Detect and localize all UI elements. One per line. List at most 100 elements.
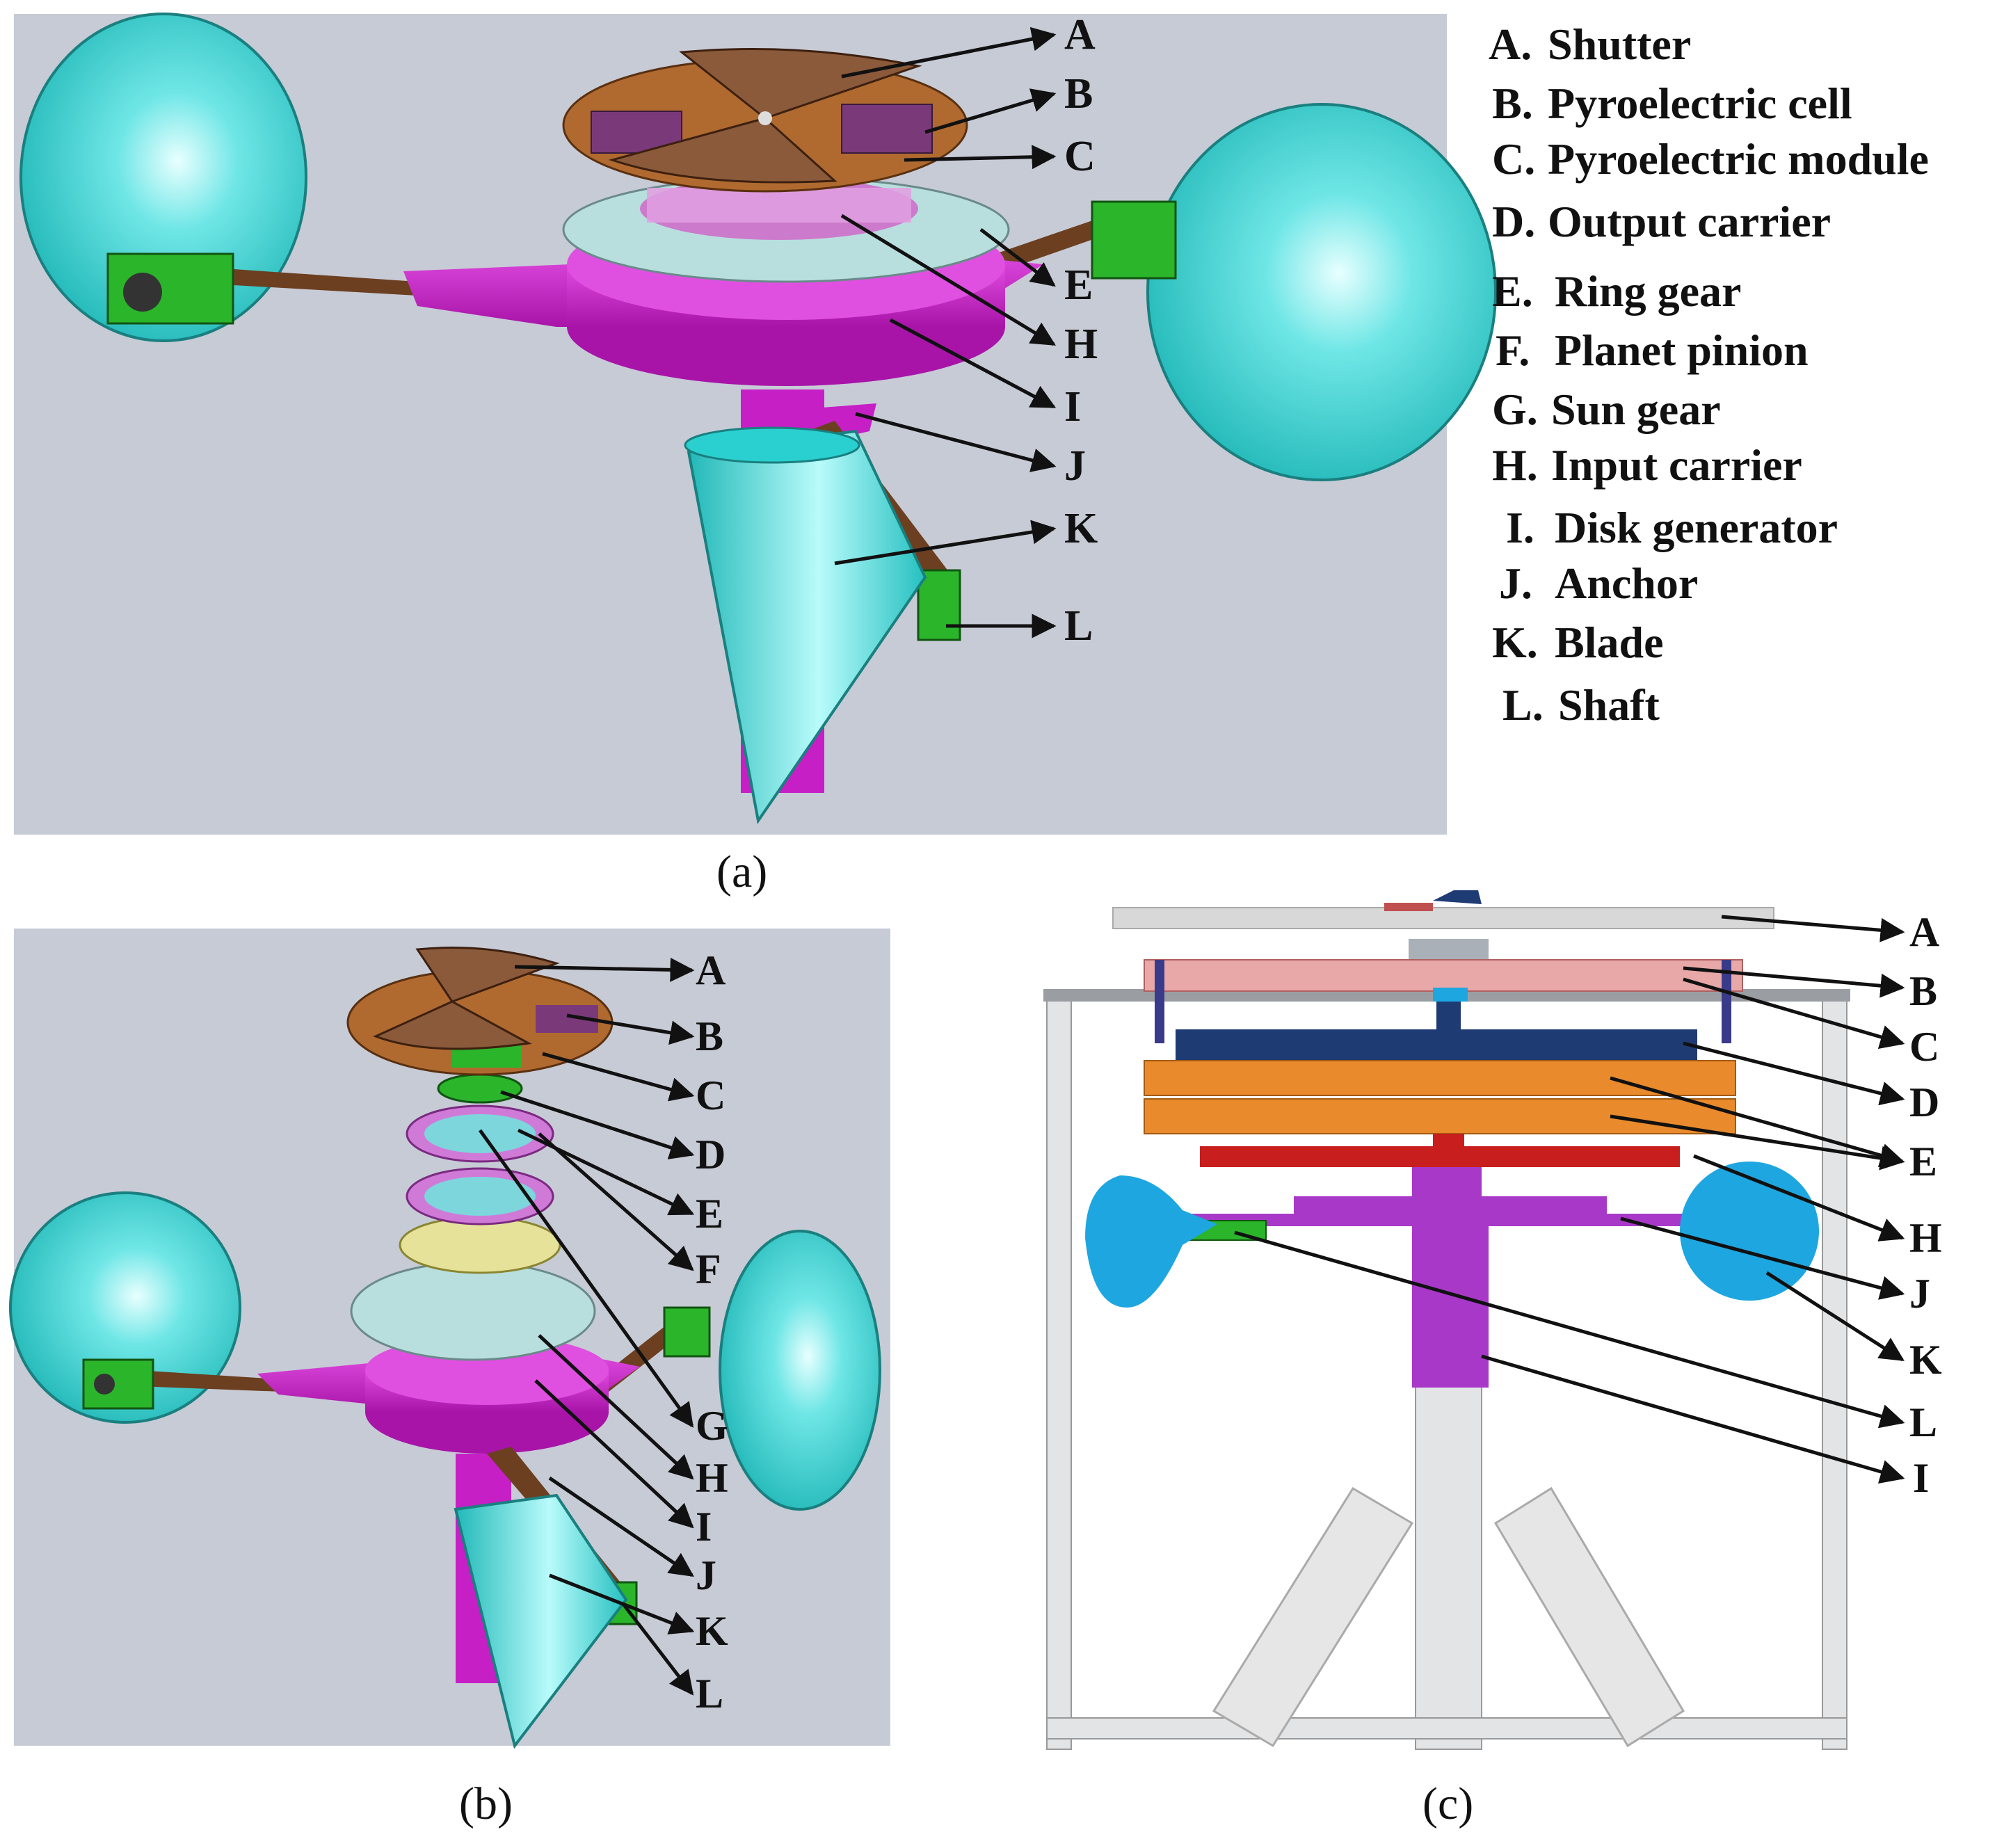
label-c-B: B bbox=[1909, 968, 1937, 1014]
label-c-H: H bbox=[1909, 1215, 1942, 1261]
frame-right-post bbox=[1822, 994, 1847, 1750]
label-b-E: E bbox=[696, 1191, 723, 1237]
panel-b: A B C D E F G H I J K L (b) bbox=[9, 929, 890, 1829]
label-b-I: I bbox=[696, 1504, 712, 1550]
frame-bottom-rail bbox=[1046, 1717, 1847, 1739]
pink-coils bbox=[647, 188, 911, 223]
shutter-a-center bbox=[758, 111, 772, 125]
legend-text-10: Blade bbox=[1555, 618, 1663, 667]
legend-letter-9: J. bbox=[1499, 559, 1532, 608]
caption-b: (b) bbox=[459, 1778, 513, 1829]
legend-letter-7: H. bbox=[1492, 440, 1538, 490]
legend: A. Shutter B. Pyroelectric cell C. Pyroe… bbox=[1489, 19, 1929, 730]
label-c-K: K bbox=[1909, 1337, 1942, 1383]
label-a-J: J bbox=[1064, 442, 1086, 490]
legend-letter-2: C. bbox=[1492, 134, 1535, 184]
label-a-H: H bbox=[1064, 321, 1098, 368]
legend-text-0: Shutter bbox=[1548, 19, 1691, 69]
arm-block-bottom bbox=[917, 569, 961, 641]
label-a-C: C bbox=[1064, 133, 1096, 180]
legend-text-8: Disk generator bbox=[1555, 503, 1838, 552]
label-b-H: H bbox=[696, 1455, 728, 1501]
ring-gear-b-1-inner bbox=[424, 1114, 536, 1153]
panel-c: A B C D E H J K L I (c) bbox=[1043, 890, 1942, 1829]
ring-gear-c-2 bbox=[1144, 1098, 1736, 1134]
legend-text-4: Ring gear bbox=[1555, 266, 1741, 316]
label-a-L: L bbox=[1064, 602, 1093, 650]
legend-letter-0: A. bbox=[1489, 19, 1532, 69]
legend-letter-10: K. bbox=[1492, 618, 1538, 667]
shutter-c-knob bbox=[1433, 890, 1482, 904]
blade-cup-left bbox=[19, 13, 307, 342]
bolt-c-right bbox=[1722, 960, 1731, 1043]
legend-text-1: Pyroelectric cell bbox=[1548, 79, 1852, 128]
legend-text-7: Input carrier bbox=[1551, 440, 1802, 490]
caption-c: (c) bbox=[1422, 1778, 1473, 1829]
shutter-c-cap bbox=[1384, 903, 1433, 911]
arm-block-right-b bbox=[663, 1306, 711, 1358]
label-b-D: D bbox=[696, 1132, 726, 1178]
frame-left-post bbox=[1046, 994, 1072, 1750]
arm-block-left-hole bbox=[123, 273, 162, 312]
label-b-L: L bbox=[696, 1671, 723, 1717]
caption-a: (a) bbox=[716, 846, 767, 897]
label-b-J: J bbox=[696, 1552, 716, 1598]
blade-c-right bbox=[1680, 1162, 1819, 1301]
shutter-c bbox=[1112, 907, 1774, 929]
output-carrier-c bbox=[1176, 1029, 1697, 1061]
legend-letter-8: I. bbox=[1506, 503, 1534, 552]
legend-letter-11: L. bbox=[1502, 680, 1544, 730]
legend-text-11: Shaft bbox=[1558, 680, 1660, 730]
blade-c-left bbox=[1085, 1175, 1217, 1308]
blade-cone-bottom-rim bbox=[684, 426, 860, 464]
label-a-B: B bbox=[1064, 70, 1093, 118]
blade-cone-bottom-b bbox=[454, 1493, 628, 1749]
pyroelectric-plate-c-center bbox=[1433, 988, 1468, 1002]
blade-cup-left-b bbox=[9, 1191, 241, 1424]
label-c-A: A bbox=[1909, 909, 1939, 955]
disk-generator-c-plate bbox=[1294, 1196, 1607, 1214]
input-carrier-c-stem bbox=[1433, 1134, 1464, 1151]
label-c-L: L bbox=[1909, 1399, 1937, 1445]
label-b-F: F bbox=[696, 1246, 721, 1292]
ring-gear-c-1 bbox=[1144, 1060, 1736, 1096]
hub-c bbox=[1409, 939, 1489, 960]
output-carrier-b bbox=[437, 1073, 523, 1104]
pyroelectric-cells-right bbox=[841, 104, 933, 154]
label-b-C: C bbox=[696, 1072, 726, 1118]
legend-letter-3: D. bbox=[1492, 197, 1535, 246]
disk-generator-c-top bbox=[1412, 1167, 1482, 1198]
frame-brace-left bbox=[1212, 1486, 1414, 1748]
label-b-K: K bbox=[696, 1608, 728, 1654]
ring-gear-b-2-inner bbox=[424, 1177, 536, 1216]
legend-text-5: Planet pinion bbox=[1555, 326, 1809, 375]
input-carrier-b bbox=[350, 1261, 596, 1361]
label-c-C: C bbox=[1909, 1024, 1939, 1070]
panel-a: A B C E H I J K L (a) bbox=[14, 11, 1497, 897]
label-b-G: G bbox=[696, 1403, 728, 1449]
arm-block-left bbox=[106, 252, 234, 325]
pyroelectric-plate-c bbox=[1144, 959, 1743, 992]
label-a-E: E bbox=[1064, 262, 1093, 309]
label-c-J: J bbox=[1909, 1271, 1930, 1317]
legend-text-3: Output carrier bbox=[1548, 197, 1831, 246]
label-c-I: I bbox=[1913, 1455, 1929, 1501]
legend-letter-5: F. bbox=[1496, 326, 1530, 375]
legend-text-9: Anchor bbox=[1555, 559, 1698, 608]
legend-text-6: Sun gear bbox=[1551, 385, 1721, 434]
arm-block-left-b-hole bbox=[94, 1374, 115, 1395]
label-a-A: A bbox=[1064, 11, 1096, 58]
label-a-K: K bbox=[1064, 505, 1098, 552]
shutter-b bbox=[373, 947, 560, 1050]
label-c-D: D bbox=[1909, 1079, 1939, 1125]
bolt-c-left bbox=[1155, 960, 1164, 1043]
legend-letter-6: G. bbox=[1492, 385, 1538, 434]
label-b-A: A bbox=[696, 947, 726, 993]
label-a-I: I bbox=[1064, 383, 1081, 431]
frame-center-post bbox=[1415, 1383, 1482, 1750]
label-c-E: E bbox=[1909, 1139, 1937, 1184]
legend-letter-1: B. bbox=[1492, 79, 1533, 128]
legend-letter-4: E. bbox=[1492, 266, 1533, 316]
yellow-plate-b bbox=[399, 1216, 561, 1274]
